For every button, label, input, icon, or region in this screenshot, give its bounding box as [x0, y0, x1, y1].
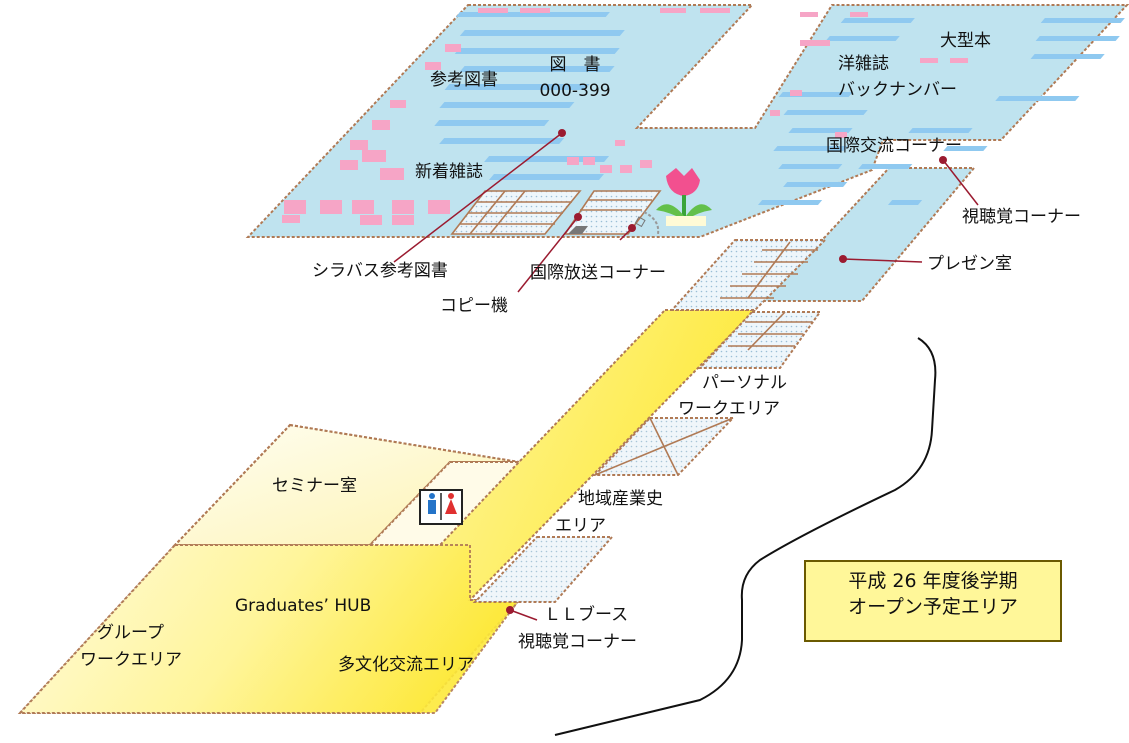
- marker-broadcast: [628, 224, 636, 232]
- notice-line-1: 平成 26 年度後学期: [848, 570, 1018, 592]
- seminar-room-floor: [172, 423, 520, 546]
- label-reference-books: 参考図書: [430, 70, 498, 90]
- label-books-range: 000-399: [539, 81, 611, 101]
- local-industry-cross: [594, 417, 734, 476]
- label-syllabus-books: シラバス参考図書: [312, 261, 448, 281]
- label-intl-broadcast: 国際放送コーナー: [530, 263, 666, 283]
- marker-syllabus: [558, 129, 566, 137]
- personal-work-desks: [697, 311, 822, 369]
- opening-notice: 平成 26 年度後学期 オープン予定エリア: [804, 560, 1062, 642]
- lower-floor: [17, 239, 828, 714]
- label-copier: コピー機: [440, 296, 508, 316]
- label-presentation-room: プレゼン室: [927, 254, 1012, 274]
- label-new-magazines: 新着雑誌: [415, 162, 483, 182]
- library-floor: [245, 4, 1129, 238]
- reading-tables: [282, 8, 968, 225]
- library-area: [245, 4, 1129, 302]
- label-seminar-room: セミナー室: [272, 476, 357, 496]
- group-work-floor: [17, 544, 521, 714]
- marker-presentation: [839, 255, 847, 263]
- label-group-work-2: ワークエリア: [80, 650, 182, 670]
- label-foreign-magazines: 洋雑誌: [838, 54, 889, 74]
- label-local-industry-2: エリア: [555, 516, 606, 536]
- connector-grid: [720, 241, 818, 299]
- label-av-corner: 視聴覚コーナー: [962, 207, 1081, 227]
- marker-av: [939, 156, 947, 164]
- label-books-title: 図 書: [549, 55, 601, 75]
- label-personal-work-1: パーソナル: [702, 373, 787, 393]
- label-personal-work-2: ワークエリア: [678, 399, 780, 419]
- personal-work-grid: [728, 311, 812, 351]
- label-local-industry-1: 地域産業史: [578, 489, 663, 509]
- label-ll-booth-2: 視聴覚コーナー: [518, 632, 637, 652]
- restroom-icon: [419, 489, 463, 525]
- label-back-numbers: バックナンバー: [838, 80, 957, 100]
- area-brace: [554, 337, 937, 736]
- label-group-work-1: グループ: [97, 623, 164, 643]
- ll-booth-area: [472, 536, 615, 603]
- marker-copier: [574, 213, 582, 221]
- label-multicultural: 多文化交流エリア: [338, 655, 474, 675]
- copier-icon: [568, 226, 588, 234]
- label-international-exchange: 国際交流コーナー: [826, 136, 962, 156]
- marker-ll: [506, 606, 514, 614]
- label-graduates-hub: Graduates’ HUB: [235, 596, 372, 616]
- notice-line-2: オープン予定エリア: [848, 595, 1018, 618]
- leader-lines: [393, 132, 979, 621]
- connector-corridor: [669, 239, 828, 311]
- study-carrels: [450, 190, 662, 235]
- broadcast-icon: [634, 211, 660, 235]
- label-large-books: 大型本: [940, 31, 991, 51]
- label-ll-booth-1: ＬＬブース: [544, 605, 629, 625]
- tulip-icon: [656, 168, 712, 226]
- location-markers: [506, 129, 947, 614]
